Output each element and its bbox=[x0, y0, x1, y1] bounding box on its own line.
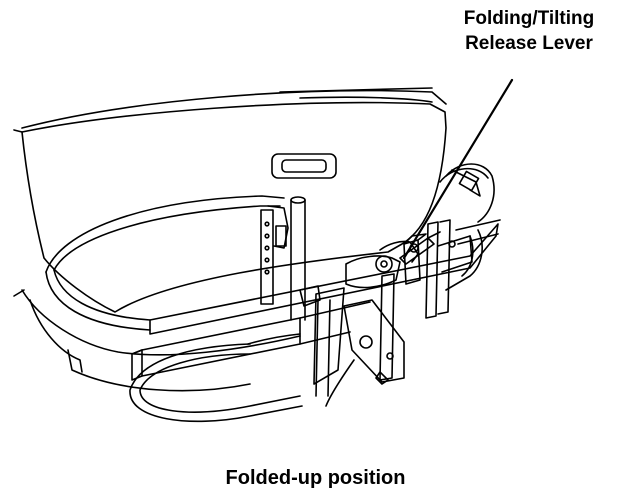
center-post bbox=[291, 197, 305, 320]
hitch-tube bbox=[132, 302, 370, 380]
right-arm bbox=[380, 220, 472, 380]
left-mast bbox=[261, 206, 288, 304]
tailgate-handle bbox=[272, 154, 336, 178]
bumper bbox=[14, 290, 300, 391]
tailgate bbox=[14, 88, 446, 312]
figure-caption: Folded-up position bbox=[225, 467, 406, 489]
release-lever-callout: Folding/Tilting Release Lever bbox=[432, 6, 626, 56]
pivot-plate bbox=[326, 300, 404, 406]
lower-cradle bbox=[130, 334, 302, 421]
callout-line-1: Folding/Tilting bbox=[463, 8, 595, 29]
front-clamp-arm bbox=[300, 286, 344, 396]
rack-main-bar bbox=[150, 220, 500, 334]
left-wheel-hoop bbox=[46, 196, 284, 330]
callout-leader-line bbox=[404, 80, 512, 258]
release-lever bbox=[400, 232, 440, 264]
callout-line-2: Release Lever bbox=[465, 33, 593, 54]
